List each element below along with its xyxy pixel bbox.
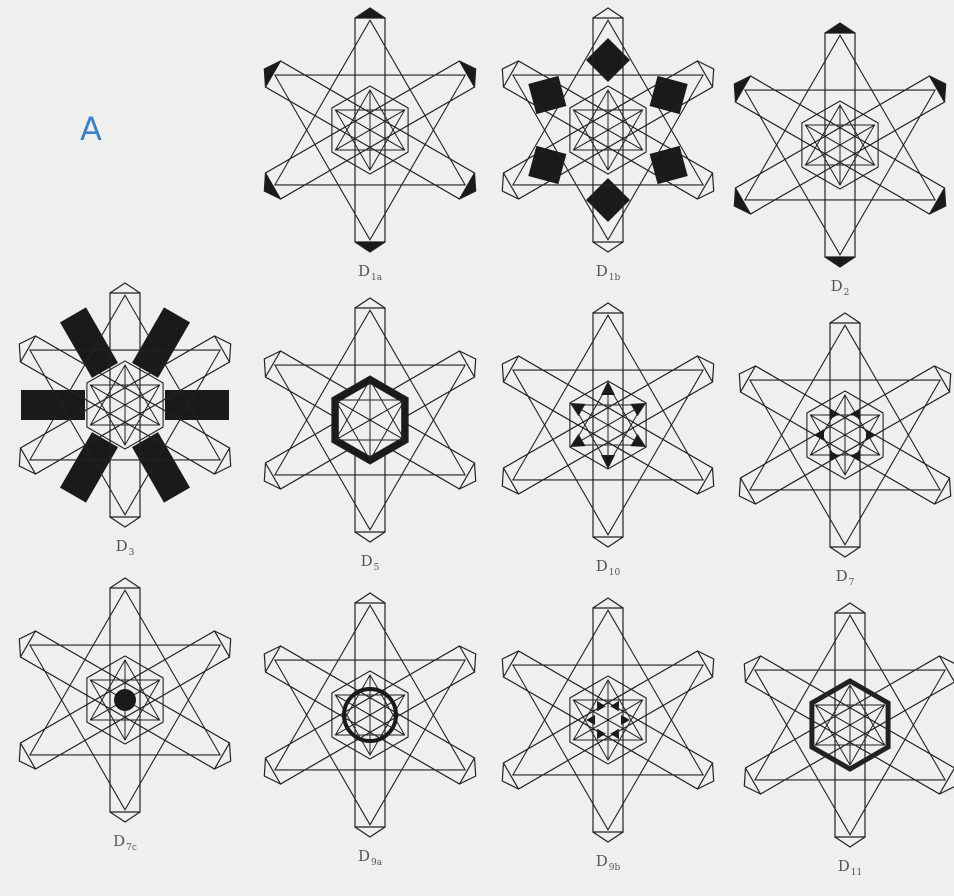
caption-subscript: 1a [371,273,382,283]
shaded-inner-triangle [830,451,839,461]
shaded-inner-triangle [597,701,606,711]
bar-end-cap [460,61,476,87]
figure-caption: D5 [325,552,415,573]
shaded-rhombus [650,146,688,184]
caption-base: D [836,567,848,585]
caption-base: D [361,552,373,570]
bar-end-cap [110,283,140,293]
caption-subscript: 7 [849,578,855,588]
caption-base: D [596,262,608,280]
bar-end-cap [930,188,946,214]
hexagram-figure-D3 [19,283,230,527]
caption-subscript: 11 [851,868,862,878]
bar-end-cap [355,532,385,542]
bar-end-cap [355,242,385,252]
caption-subscript: 1b [609,273,621,283]
bar-end-cap [734,188,750,214]
bar-end-cap [825,23,855,33]
shaded-star-point [631,403,647,416]
shaded-inner-triangle [851,451,860,461]
bar-end-cap [593,832,623,842]
shaded-center-disc [114,689,136,711]
bar-end-cap [593,537,623,547]
hexagram-figure-D11 [744,603,954,847]
bar-end-cap [830,547,860,557]
shaded-rhombus [650,76,688,114]
caption-subscript: 2 [844,288,850,298]
hexagram-figure-D10 [502,303,713,547]
bar-end-cap [355,827,385,837]
shaded-star-point [631,434,647,447]
shaded-inner-triangle [610,729,619,739]
bar-end-cap [110,578,140,588]
caption-base: D [831,277,843,295]
bar-end-cap [264,173,280,199]
caption-base: D [596,557,608,575]
hexagram-figure-D9a [264,593,475,837]
hexagram-figure-D7c [19,578,230,822]
bar-end-cap [110,812,140,822]
bar-end-cap [930,76,946,102]
shaded-rhombus [528,76,566,114]
bar-end-cap [355,8,385,18]
hexagram-figure-D7 [739,313,950,557]
bar-end-cap [830,313,860,323]
shaded-star-point [570,434,586,447]
caption-subscript: 5 [374,563,380,573]
figure-caption: D7c [80,832,170,853]
bar-end-cap [355,593,385,603]
hexagram-figure-D2 [734,23,945,267]
figure-caption: D10 [563,557,653,578]
shaded-bar [21,390,85,420]
caption-subscript: 10 [609,568,620,578]
shaded-inner-triangle [851,409,860,419]
caption-base: D [116,537,128,555]
figure-caption: D11 [805,857,895,878]
bar-end-cap [593,303,623,313]
figure-caption: D1a [325,262,415,283]
hexagram-figure-D1b [502,8,713,252]
figure-caption: D7 [800,567,890,588]
caption-subscript: 7c [126,843,137,853]
figure-caption: D9b [563,852,653,873]
bar-end-cap [593,8,623,18]
shaded-star-point [601,455,615,469]
shaded-inner-triangle [597,729,606,739]
shaded-rhombus [528,146,566,184]
bar-end-cap [734,76,750,102]
shaded-star-point [601,381,615,395]
caption-subscript: 9b [609,863,621,873]
bar-end-cap [593,242,623,252]
caption-base: D [358,847,370,865]
caption-base: D [838,857,850,875]
figure-caption: D2 [795,277,885,298]
bar-end-cap [264,61,280,87]
caption-base: D [358,262,370,280]
figure-caption: D1b [563,262,653,283]
hexagram-figure-D1a [264,8,475,252]
shaded-inner-triangle [610,701,619,711]
caption-subscript: 9a [371,858,382,868]
bar-end-cap [593,598,623,608]
hexagram-figure-D5 [264,298,475,542]
bar-end-cap [460,173,476,199]
caption-base: D [113,832,125,850]
shaded-bar [165,390,229,420]
caption-base: D [596,852,608,870]
bar-end-cap [825,257,855,267]
figure-caption: D3 [80,537,170,558]
bar-end-cap [355,298,385,308]
figure-caption: D9a [325,847,415,868]
caption-subscript: 3 [129,548,135,558]
bar-end-cap [110,517,140,527]
bar-end-cap [835,603,865,613]
shaded-inner-triangle [830,409,839,419]
bar-end-cap [835,837,865,847]
hexagram-figure-D9b [502,598,713,842]
shaded-star-point [570,403,586,416]
